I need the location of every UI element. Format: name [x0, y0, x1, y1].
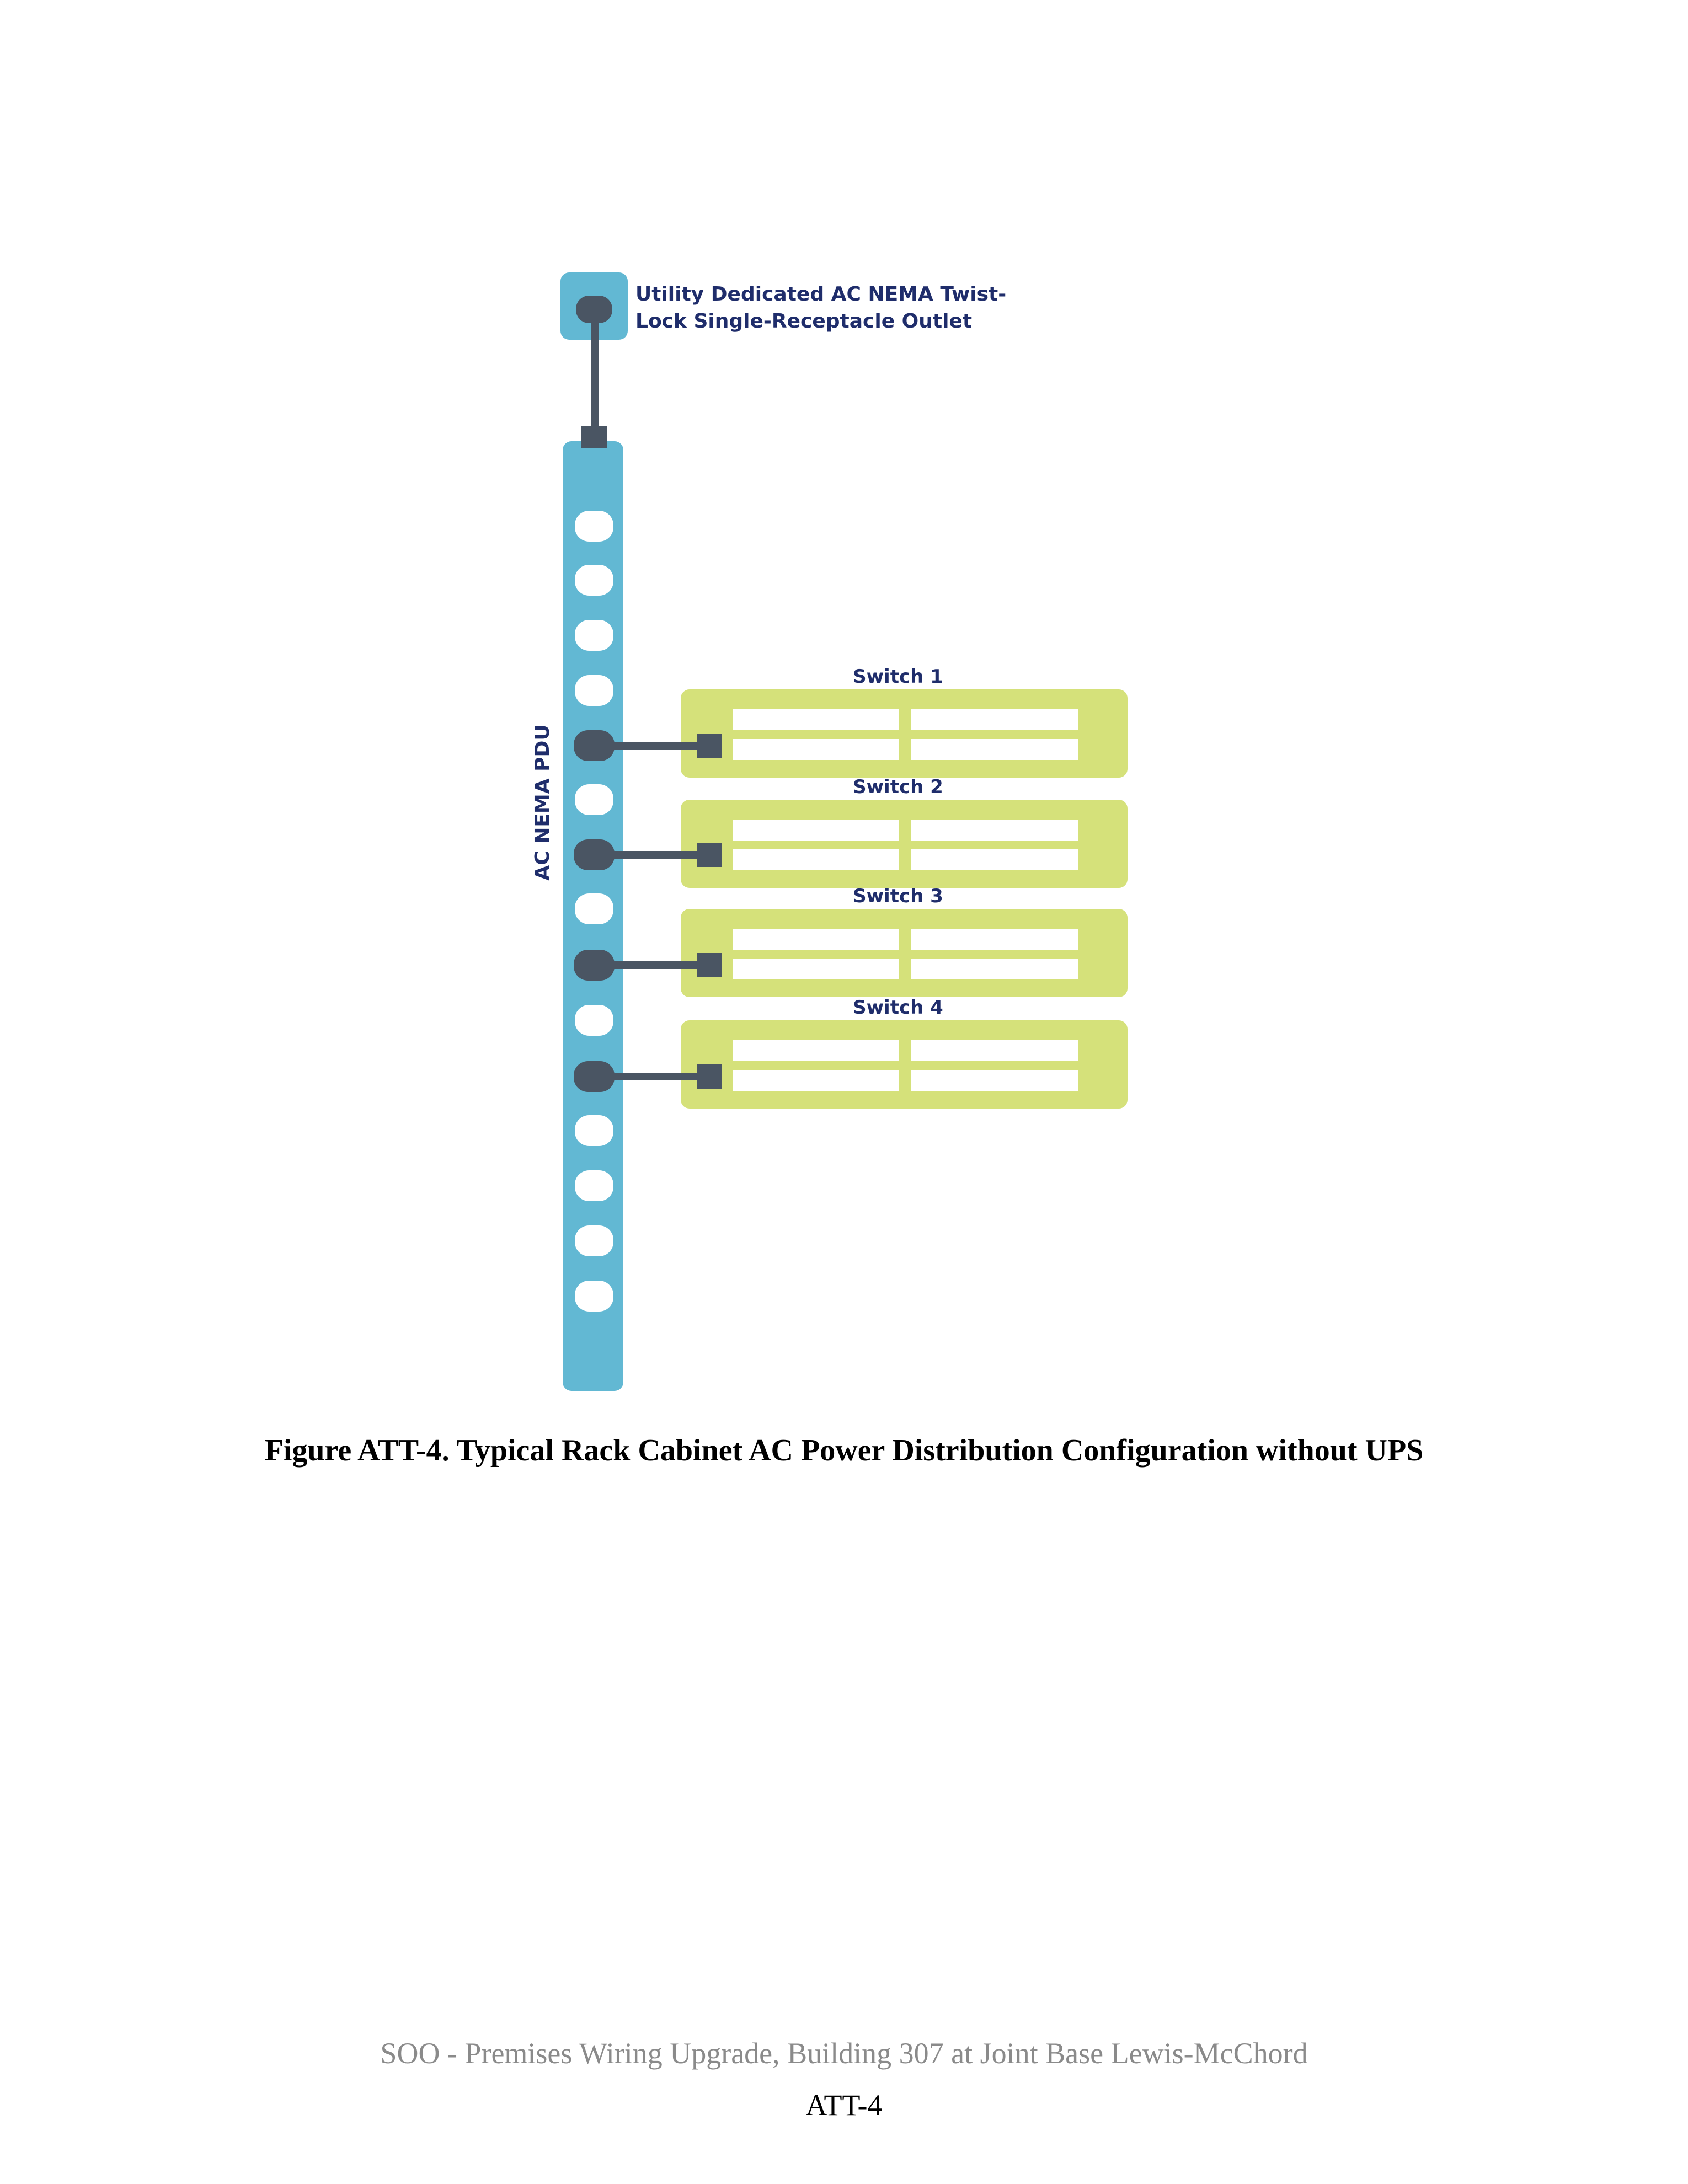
pdu-socket: [575, 893, 613, 924]
switch-chassis: [681, 1020, 1128, 1109]
outlet-cord: [591, 320, 599, 428]
switch-port-panel: [733, 1040, 899, 1061]
power-cable: [607, 851, 706, 859]
switch-chassis: [681, 689, 1128, 778]
switch-port-panel: [733, 849, 899, 870]
pdu-socket-plugged: [574, 1061, 615, 1092]
power-distribution-diagram: Utility Dedicated AC NEMA Twist- Lock Si…: [531, 272, 1128, 1391]
switch-label: Switch 2: [853, 776, 943, 798]
switch-chassis: [681, 800, 1128, 888]
switch-port-panel: [911, 1040, 1078, 1061]
outlet-label-line1: Utility Dedicated AC NEMA Twist-: [635, 283, 1006, 306]
figure-caption: Figure ATT-4. Typical Rack Cabinet AC Po…: [264, 1433, 1424, 1468]
switch-label: Switch 3: [853, 885, 943, 907]
pdu-socket: [575, 1115, 613, 1146]
pdu-socket: [575, 1225, 613, 1256]
switch-port-panel: [911, 1070, 1078, 1091]
outlet-label-line2: Lock Single-Receptacle Outlet: [635, 310, 972, 333]
pdu-socket: [575, 620, 613, 651]
switch-chassis: [681, 909, 1128, 997]
pdu-socket: [575, 565, 613, 596]
footer-title: SOO - Premises Wiring Upgrade, Building …: [380, 2037, 1308, 2070]
switch-port-panel: [911, 820, 1078, 841]
pdu-input-connector: [581, 426, 607, 448]
switch-2: Switch 2: [681, 776, 1128, 888]
pdu-socket: [575, 1005, 613, 1036]
pdu-socket: [575, 784, 613, 815]
pdu-socket-plugged: [574, 730, 615, 761]
pdu-socket: [575, 675, 613, 706]
switch-port-panel: [733, 929, 899, 950]
pdu-sockets: [574, 511, 615, 1312]
switch-port-panel: [911, 739, 1078, 760]
switch-port-panel: [733, 709, 899, 730]
switch-label: Switch 4: [853, 997, 943, 1019]
switch-port-panel: [911, 849, 1078, 870]
switch-3: Switch 3: [681, 885, 1128, 997]
pdu-socket-plugged: [574, 950, 615, 981]
switch-port-panel: [733, 739, 899, 760]
power-cable: [607, 742, 706, 750]
switch-port-panel: [911, 959, 1078, 979]
switches: Switch 1 Switch 2 Switch 3 Switch 4: [681, 666, 1128, 1109]
pdu-socket: [575, 511, 613, 542]
switch-label: Switch 1: [853, 666, 943, 688]
switch-power-connector: [697, 734, 722, 758]
pdu-socket-plugged: [574, 839, 615, 870]
outlet-plug: [576, 296, 612, 323]
switch-port-panel: [733, 820, 899, 841]
pdu-label: AC NEMA PDU: [531, 724, 554, 880]
switch-port-panel: [733, 1070, 899, 1091]
switch-port-panel: [911, 709, 1078, 730]
power-cable: [607, 961, 706, 969]
switch-power-connector: [697, 843, 722, 867]
power-cable: [607, 1073, 706, 1080]
pdu-socket: [575, 1170, 613, 1201]
switch-port-panel: [733, 959, 899, 979]
switch-power-connector: [697, 1064, 722, 1089]
switch-power-connector: [697, 953, 722, 977]
footer-page-number: ATT-4: [805, 2089, 883, 2122]
switch-cables: [607, 734, 722, 1089]
pdu-socket: [575, 1281, 613, 1312]
switch-port-panel: [911, 929, 1078, 950]
switch-4: Switch 4: [681, 997, 1128, 1109]
switch-1: Switch 1: [681, 666, 1128, 778]
